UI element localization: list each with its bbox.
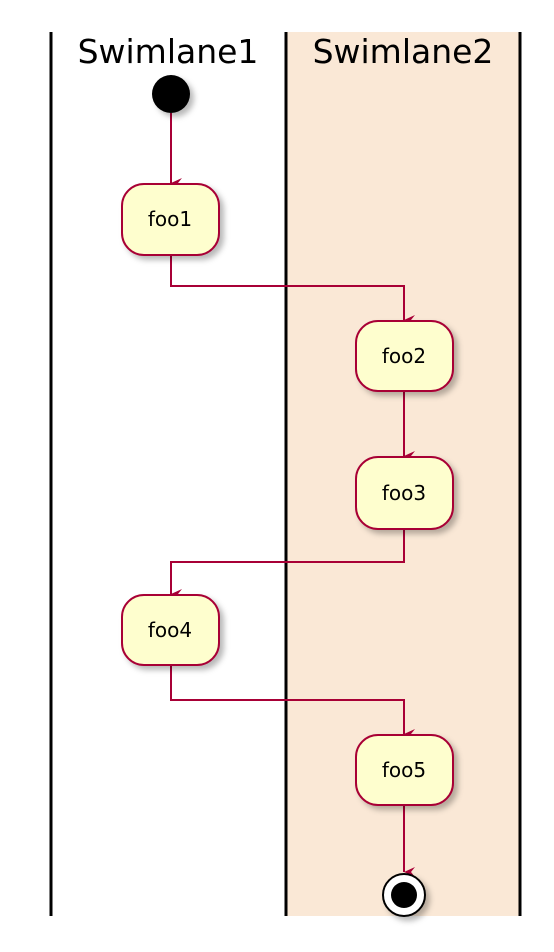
activity-foo3-label: foo3 (382, 481, 426, 505)
activity-foo5: foo5 (355, 734, 454, 806)
activity-foo4: foo4 (121, 594, 220, 666)
activity-foo2-label: foo2 (382, 344, 426, 368)
arrow-foo1-to-foo2 (170, 256, 415, 325)
start-node (152, 75, 190, 113)
arrow-foo3-to-foo4 (170, 530, 405, 599)
arrow-foo4-to-foo5 (170, 666, 415, 739)
connectors (170, 113, 415, 877)
activity-foo4-label: foo4 (148, 618, 192, 642)
activity-foo1-label: foo1 (148, 207, 192, 231)
stop-node (382, 873, 426, 917)
swimlane2-title: Swimlane2 (313, 32, 494, 71)
activity-foo1: foo1 (121, 183, 220, 256)
activity-foo3: foo3 (355, 456, 454, 530)
activity-foo2: foo2 (355, 320, 454, 392)
swimlane1-title: Swimlane1 (78, 32, 259, 71)
activity-foo5-label: foo5 (382, 758, 426, 782)
